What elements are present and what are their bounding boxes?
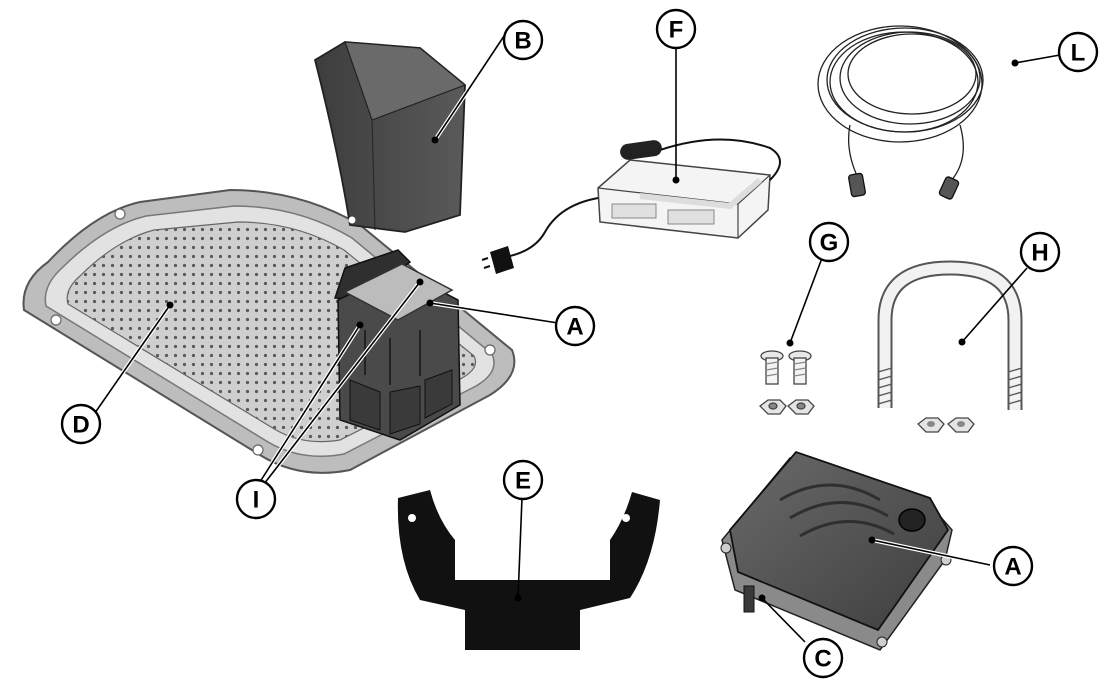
callout-e-label: E [515, 468, 531, 495]
callout-h-label: H [1031, 240, 1048, 267]
callout-l: L [1057, 31, 1099, 73]
callout-a-upper: A [554, 305, 596, 347]
callout-g-label: G [820, 230, 839, 257]
callout-a-lower: A [992, 545, 1034, 587]
callout-e: E [502, 459, 544, 501]
leader-anchor-dots [166, 59, 1019, 602]
cable-part-l [817, 25, 984, 200]
cover-part-b [313, 41, 467, 233]
callout-a-upper-label: A [566, 314, 583, 341]
u-bolt-part-h [877, 260, 1023, 433]
power-supply-part-f [481, 138, 781, 274]
callout-d-label: D [72, 412, 89, 439]
callout-f: F [655, 8, 697, 50]
receiver-part-a [720, 450, 953, 651]
callout-f-label: F [669, 17, 684, 44]
callout-i-label: I [253, 487, 260, 514]
callout-h: H [1019, 231, 1061, 273]
callout-i: I [235, 478, 277, 520]
callout-c-label: C [814, 646, 831, 673]
callout-g: G [808, 221, 850, 263]
bracket-part-e [397, 490, 660, 650]
callout-l-label: L [1071, 40, 1086, 67]
callout-a-lower-label: A [1004, 554, 1021, 581]
callout-d: D [60, 403, 102, 445]
callout-c: C [802, 637, 844, 679]
mounted-receiver-part-a [333, 249, 461, 441]
callout-b-label: B [514, 28, 531, 55]
leader-lines [88, 25, 1061, 643]
screws-and-nuts-part-g [759, 350, 815, 415]
callout-b: B [502, 19, 544, 61]
